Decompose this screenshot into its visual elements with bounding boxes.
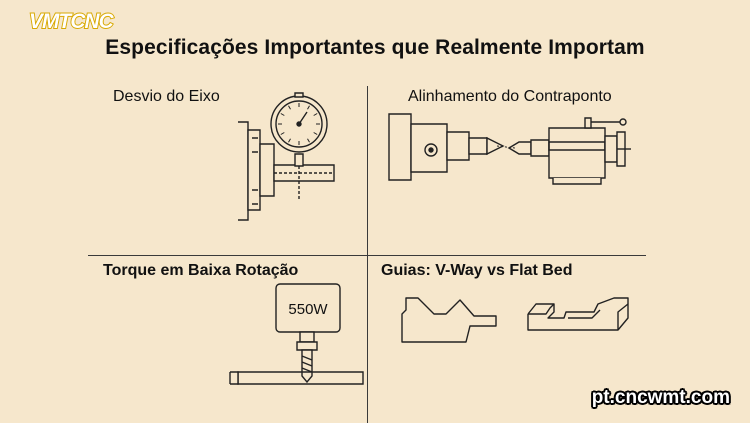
flat-bed-profile xyxy=(528,304,628,330)
panel-label-tailstock-alignment: Alinhamento do Contraponto xyxy=(408,88,612,105)
spindle-runout-illustration xyxy=(228,92,348,222)
website-url: pt.cncwmt.com xyxy=(591,387,730,408)
motor-power-readout: 550W xyxy=(288,301,328,318)
panel-label-spindle-runout: Desvio do Eixo xyxy=(113,88,220,105)
vertical-divider xyxy=(367,86,369,423)
panel-label-guideways: Guias: V-Way vs Flat Bed xyxy=(381,262,573,279)
page-title: Especificações Importantes que Realmente… xyxy=(105,36,645,59)
guideways-illustration xyxy=(396,290,646,350)
low-speed-torque-illustration: 550W xyxy=(228,282,368,392)
brand-logo: VMTCNC xyxy=(28,9,116,34)
horizontal-divider xyxy=(88,255,646,257)
tailstock-alignment-illustration xyxy=(385,108,635,188)
panel-label-low-speed-torque: Torque em Baixa Rotação xyxy=(103,262,299,279)
v-way-profile xyxy=(402,298,496,342)
brand-logo-text: VMTCNC xyxy=(29,10,115,33)
